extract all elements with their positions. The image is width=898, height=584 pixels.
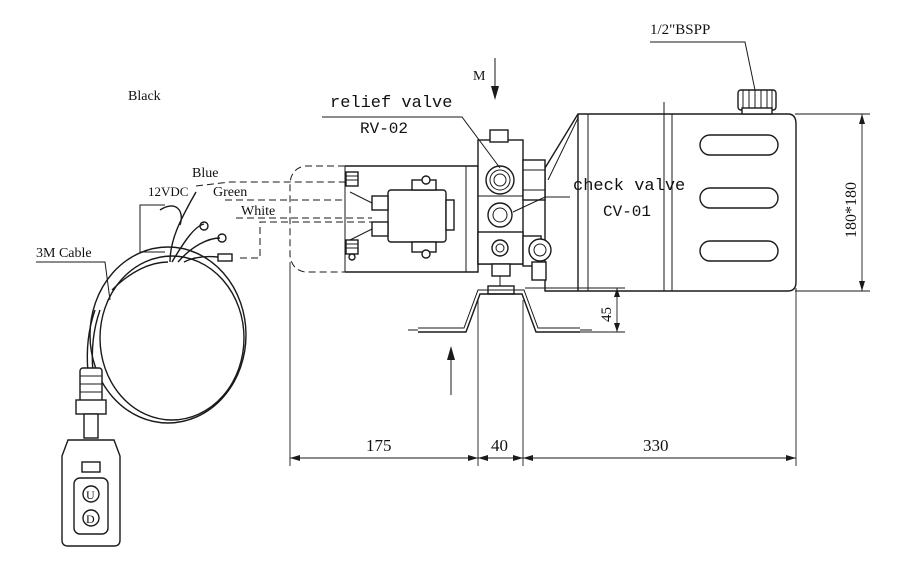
power-connector <box>139 204 182 253</box>
direction-arrow-top <box>491 58 499 100</box>
relief-valve-label: relief valve <box>330 94 452 113</box>
mounting-bracket <box>408 289 592 333</box>
dimension-lines <box>289 113 870 466</box>
tank-size-dimension: 180*180 <box>843 182 860 238</box>
bspp-label: 1/2"BSPP <box>650 22 710 38</box>
dimension-175: 175 <box>366 436 392 455</box>
filler-cap <box>737 89 777 115</box>
cable-label: 3M Cable <box>36 246 92 261</box>
pendant-controller <box>61 367 121 547</box>
dimension-40: 40 <box>491 436 508 455</box>
dimension-330: 330 <box>643 436 669 455</box>
dimension-45: 45 <box>599 307 615 322</box>
voltage-label: 12VDC <box>148 184 188 199</box>
down-button-label: D <box>86 512 95 526</box>
check-valve-label: check valve <box>573 177 685 196</box>
leader-lines <box>36 41 756 301</box>
solenoid <box>349 175 455 259</box>
green-wire-label: Green <box>213 185 247 200</box>
up-button-label: U <box>86 488 95 502</box>
coiled-cable <box>86 246 247 424</box>
direction-arrow-bottom <box>447 346 455 395</box>
manifold-block <box>477 129 552 295</box>
arrow-m-label: M <box>473 69 486 84</box>
cv-code-label: CV-01 <box>603 203 651 221</box>
rv-code-label: RV-02 <box>360 120 408 138</box>
wiring <box>169 181 372 263</box>
oil-tank <box>544 102 797 292</box>
white-wire-label: White <box>241 204 275 219</box>
black-wire-label: Black <box>128 89 161 104</box>
blue-wire-label: Blue <box>192 166 218 181</box>
